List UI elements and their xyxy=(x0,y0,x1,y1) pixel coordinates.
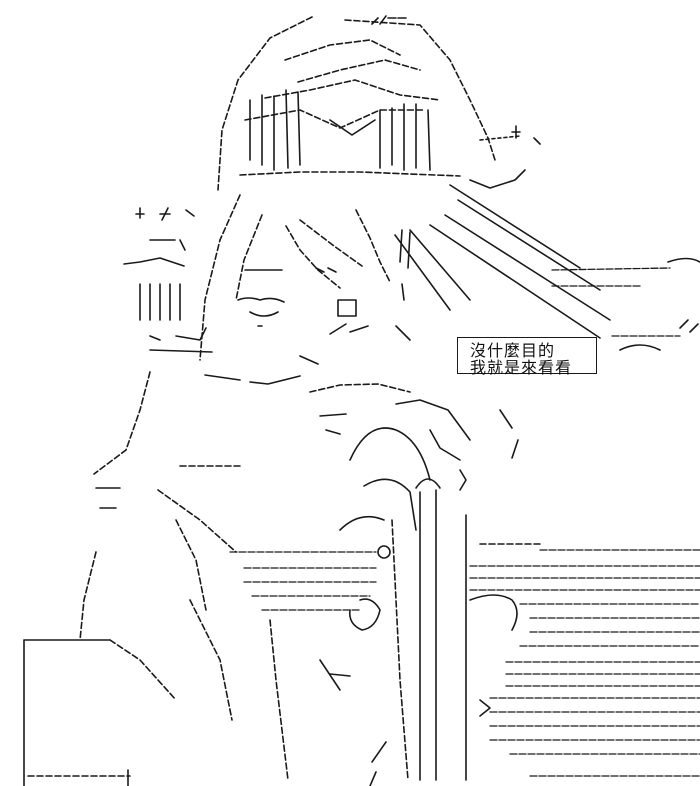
speech-line-2: 我就是來看看 xyxy=(470,358,573,377)
hat-outline xyxy=(217,16,526,191)
arm-and-hand xyxy=(309,383,519,691)
striped-table xyxy=(465,514,700,781)
hair-left xyxy=(123,194,263,361)
staff xyxy=(369,469,467,786)
face xyxy=(204,209,411,385)
hat-strands xyxy=(249,89,431,171)
body-collar xyxy=(79,371,391,781)
sparkle-marks xyxy=(135,15,541,221)
chair-outline xyxy=(23,639,177,786)
speech-bubble: 沒什麼目的 我就是來看看 xyxy=(457,337,597,377)
speech-line-1: 沒什麼目的 xyxy=(470,341,556,360)
flowing-ribbon-lines xyxy=(394,184,700,351)
